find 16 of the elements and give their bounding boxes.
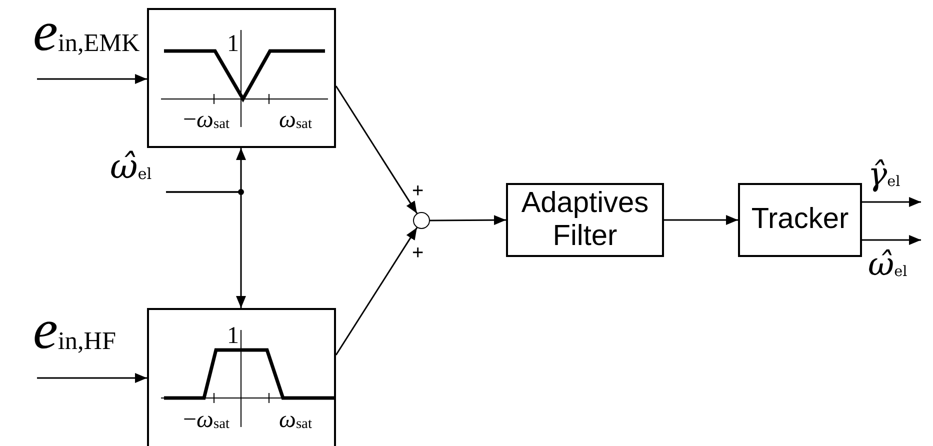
arrow [166, 191, 246, 308]
arrow [335, 227, 418, 356]
sign-label: + [412, 243, 424, 263]
axis-tick-label: 1 [227, 324, 239, 348]
arrow [664, 215, 738, 225]
arrow [335, 86, 418, 214]
arrow [37, 74, 147, 84]
arrow [862, 197, 921, 207]
arrow [37, 373, 147, 383]
arrow [862, 235, 921, 245]
process-box: Adaptives Filter [506, 183, 664, 257]
summing-junction [413, 212, 430, 229]
sign-label: + [412, 181, 424, 201]
process-box: Tracker [738, 183, 862, 257]
axis-tick-label: 1 [227, 32, 239, 56]
arrow [430, 215, 506, 226]
